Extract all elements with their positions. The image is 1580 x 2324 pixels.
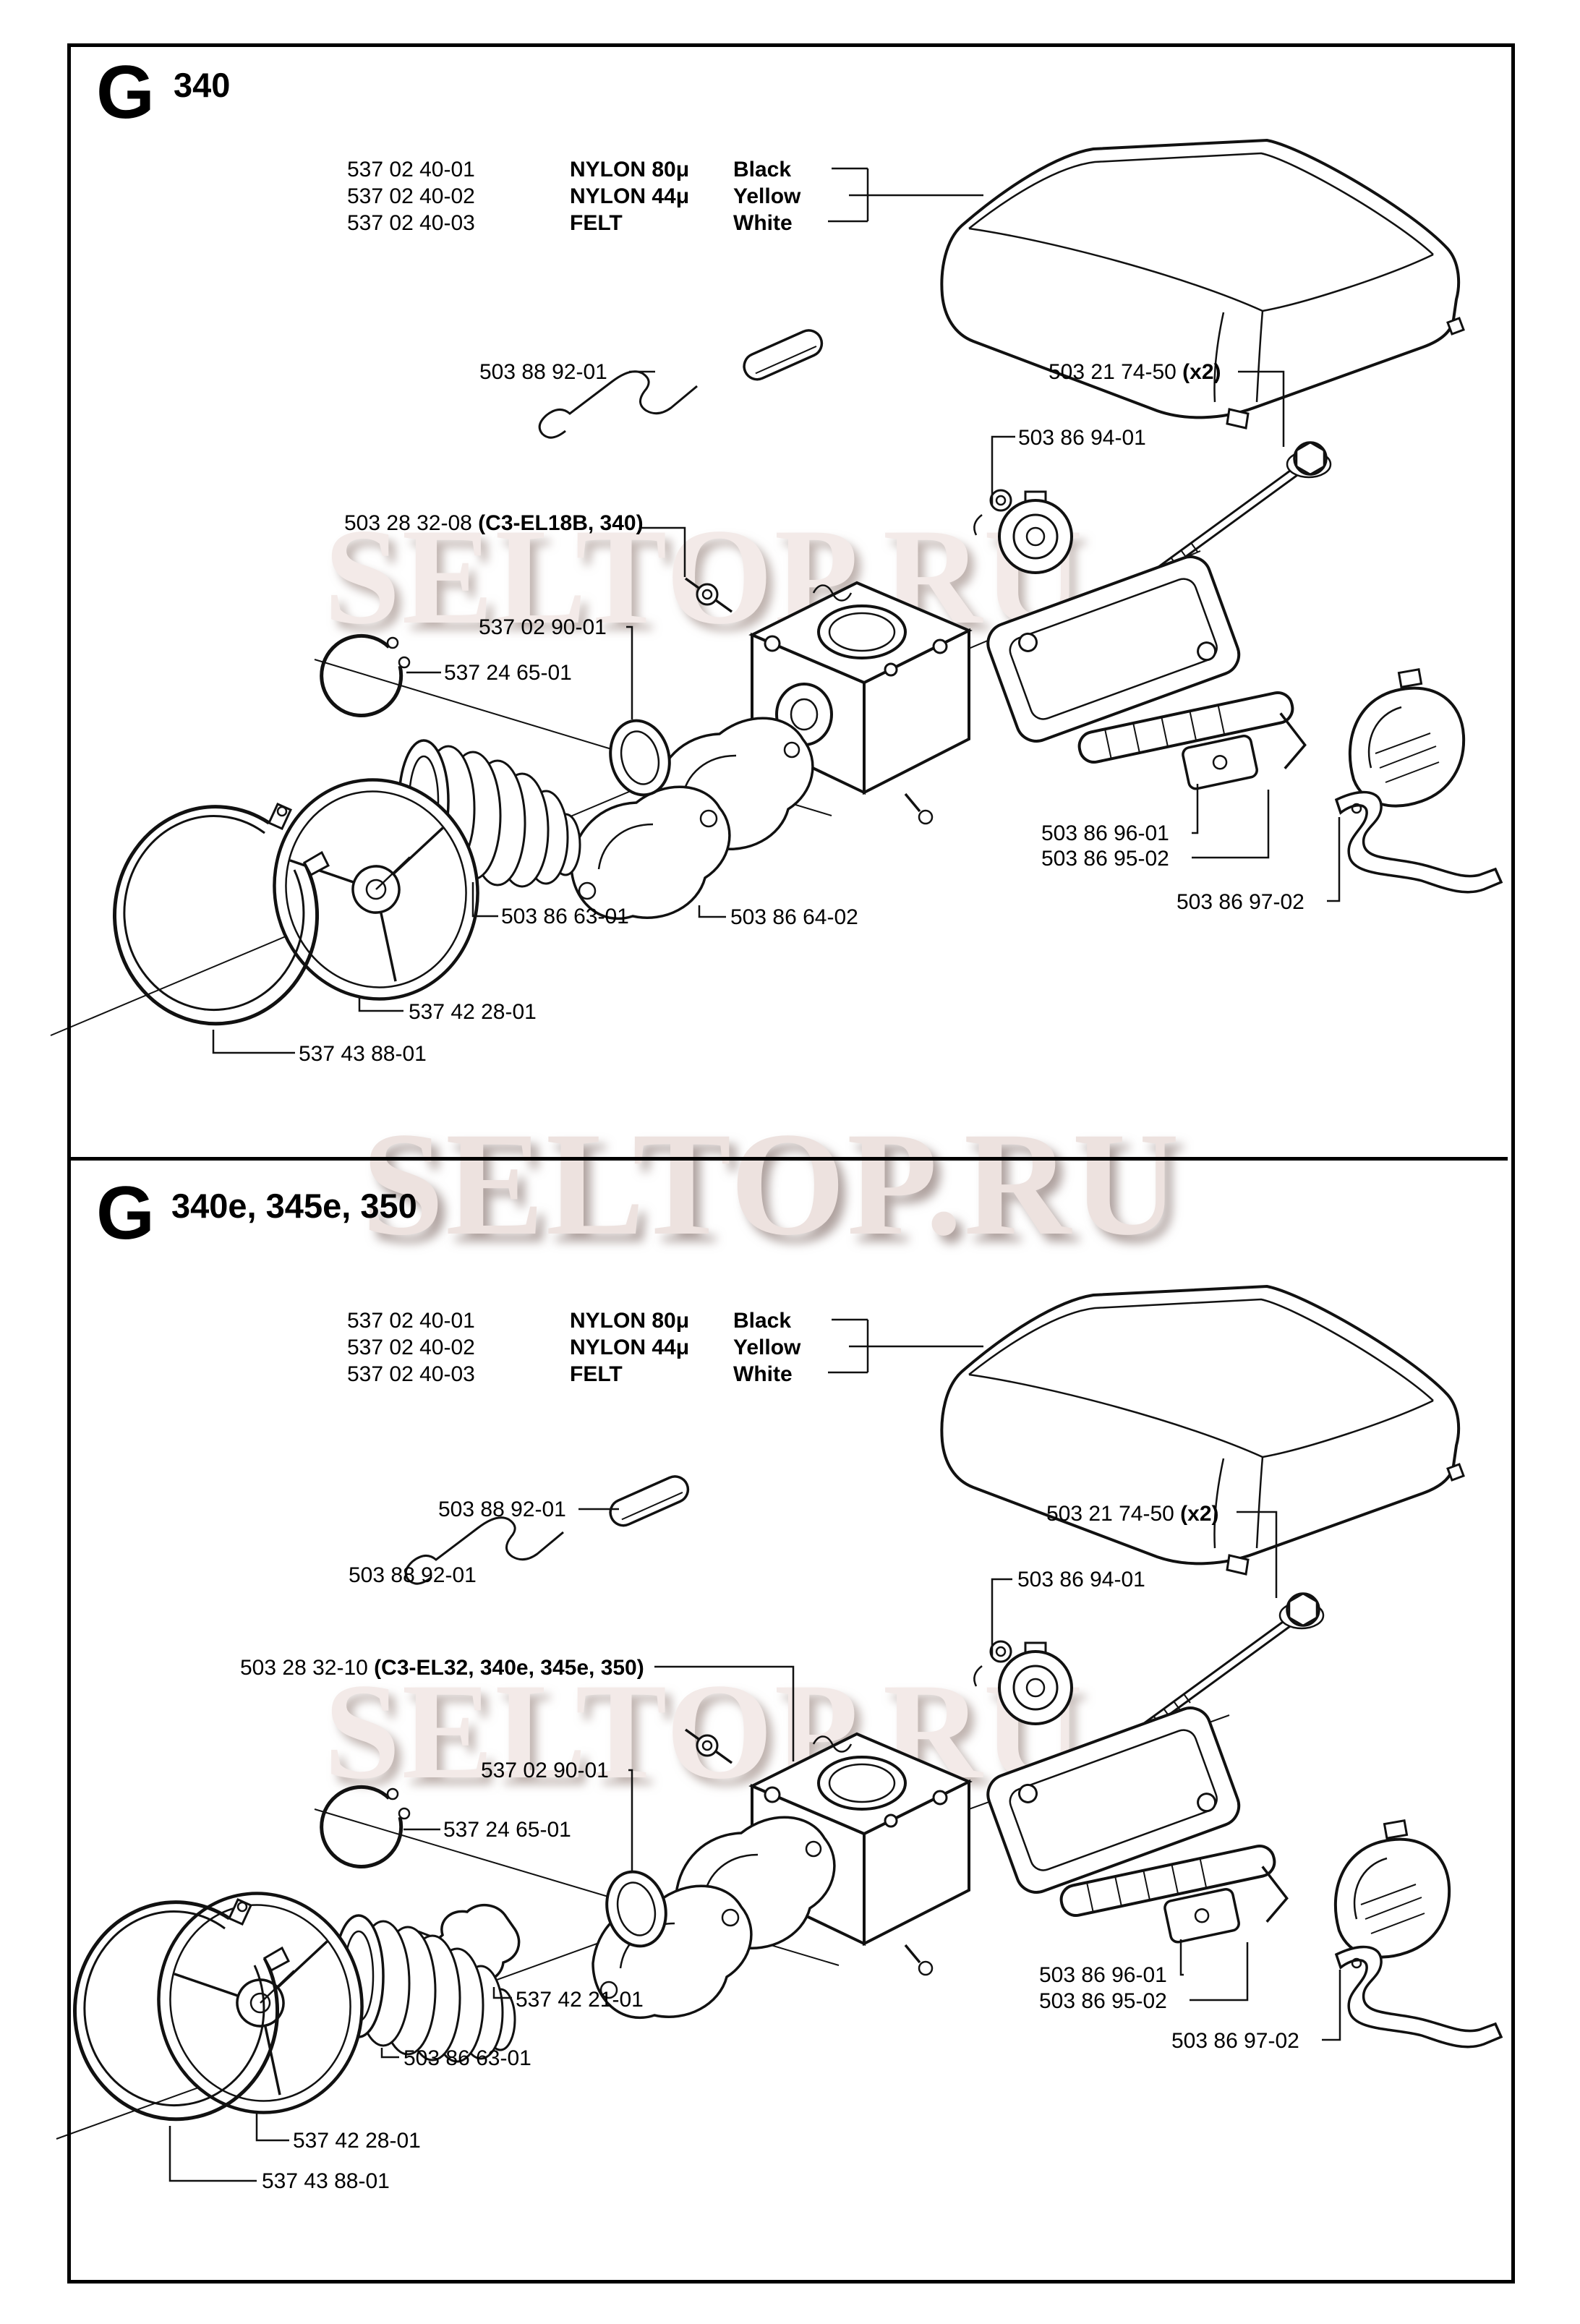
part-number: 503 88 92-01 — [479, 360, 607, 384]
filter-color: Black — [733, 1309, 792, 1333]
part-number: 537 42 28-01 — [293, 2129, 421, 2153]
part-number: 503 21 74-50 — [1046, 1502, 1174, 1526]
part-number: 503 86 96-01 — [1039, 1963, 1167, 1987]
label-circlip: 537 24 65-01 — [443, 1818, 571, 1843]
label-bellows: 503 86 63-01 — [403, 2046, 531, 2072]
filter-option-row: 537 02 40-03 FELT White — [347, 1361, 800, 1388]
filter-option-row: 537 02 40-01 NYLON 80μ Black — [347, 156, 800, 183]
part-number: 503 86 96-01 — [1041, 821, 1169, 845]
part-number: 503 86 94-01 — [1017, 1568, 1145, 1592]
watermark: SELTOP.RU — [362, 1102, 1181, 1266]
label-choke-rod: 503 86 97-02 — [1171, 2029, 1299, 2054]
filter-color: Yellow — [733, 184, 801, 208]
filter-option-row: 537 02 40-02 NYLON 44μ Yellow — [347, 183, 800, 210]
filter-option-row: 537 02 40-02 NYLON 44μ Yellow — [347, 1334, 800, 1361]
label-bolt: 503 21 74-50 (x2) — [1049, 360, 1221, 385]
part-number: 537 42 21-01 — [516, 1988, 644, 2012]
watermark: SELTOP.RU — [324, 1656, 1085, 1808]
label-carburetor: 503 28 32-08 (C3-EL18B, 340) — [344, 511, 644, 537]
filter-color: White — [733, 1362, 793, 1386]
air-filter-options: 537 02 40-01 NYLON 80μ Black 537 02 40-02 N… — [347, 156, 800, 236]
label-gasket: 537 02 90-01 — [481, 1759, 609, 1784]
air-filter-options: 537 02 40-01 NYLON 80μ Black 537 02 40-02 N… — [347, 1307, 800, 1388]
filter-material: NYLON 80μ — [570, 1309, 690, 1333]
part-number: 537 24 65-01 — [443, 1818, 571, 1842]
label-lever: 503 86 96-01 — [1039, 1963, 1167, 1988]
part-number: 537 02 40-02 — [347, 184, 475, 208]
part-number: 503 86 95-02 — [1039, 1989, 1167, 2013]
label-impulse-line: 503 88 92-01 — [438, 1498, 566, 1523]
label-circlip: 537 24 65-01 — [444, 661, 572, 686]
part-number: 503 86 63-01 — [403, 2046, 531, 2070]
filter-option-row: 537 02 40-01 NYLON 80μ Black — [347, 1307, 800, 1334]
filter-material: FELT — [570, 1362, 623, 1386]
label-clamp: 537 43 88-01 — [299, 1042, 427, 1067]
filter-color: White — [733, 211, 793, 235]
part-quantity: (x2) — [1180, 1502, 1219, 1526]
part-number: 537 02 90-01 — [481, 1759, 609, 1782]
part-number: 537 42 28-01 — [409, 1000, 537, 1024]
label-flange: 537 42 28-01 — [293, 2129, 421, 2154]
part-number: 537 02 40-02 — [347, 1336, 475, 1359]
filter-material: NYLON 80μ — [570, 158, 690, 181]
part-number: 537 43 88-01 — [299, 1042, 427, 1066]
label-manifold: 503 86 64-02 — [730, 905, 858, 931]
section-letter: G — [96, 1171, 155, 1255]
label-holder: 503 86 95-02 — [1041, 847, 1169, 872]
part-number: 503 21 74-50 — [1049, 360, 1177, 384]
label-throttle-body: 503 86 94-01 — [1017, 1568, 1145, 1593]
model-list: 340 — [174, 66, 231, 104]
part-number: 503 28 32-10 — [240, 1656, 368, 1680]
part-note: (C3-EL32, 340e, 345e, 350) — [374, 1656, 644, 1680]
filter-material: NYLON 44μ — [570, 184, 690, 208]
part-number: 503 86 63-01 — [501, 905, 629, 928]
part-number: 503 86 97-02 — [1171, 2029, 1299, 2053]
part-number: 537 02 40-03 — [347, 211, 475, 235]
panel-divider — [67, 1157, 1508, 1161]
part-number: 503 86 94-01 — [1018, 426, 1146, 450]
part-number: 503 88 92-01 — [349, 1563, 477, 1587]
part-number: 537 24 65-01 — [444, 661, 572, 685]
part-number: 537 43 88-01 — [262, 2169, 390, 2193]
part-quantity: (x2) — [1182, 360, 1221, 384]
label-carburetor: 503 28 32-10 (C3-EL32, 340e, 345e, 350) — [240, 1656, 644, 1681]
filter-material: FELT — [570, 211, 623, 235]
part-number: 503 86 64-02 — [730, 905, 858, 929]
label-lever: 503 86 96-01 — [1041, 821, 1169, 847]
label-impulse-line: 503 88 92-01 — [479, 360, 607, 385]
label-intake-elbow: 537 42 21-01 — [516, 1988, 644, 2013]
filter-option-row: 537 02 40-03 FELT White — [347, 210, 800, 236]
filter-color: Yellow — [733, 1336, 801, 1359]
part-number: 537 02 40-01 — [347, 158, 475, 181]
filter-material: NYLON 44μ — [570, 1336, 690, 1359]
part-number: 537 02 40-01 — [347, 1309, 475, 1333]
model-list: 340e, 345e, 350 — [171, 1187, 417, 1225]
part-number: 503 88 92-01 — [438, 1498, 566, 1521]
filter-color: Black — [733, 158, 792, 181]
label-throttle-body: 503 86 94-01 — [1018, 426, 1146, 451]
part-number: 537 02 40-03 — [347, 1362, 475, 1386]
label-choke-rod: 503 86 97-02 — [1177, 890, 1304, 915]
label-holder: 503 86 95-02 — [1039, 1989, 1167, 2015]
part-number: 503 86 95-02 — [1041, 847, 1169, 871]
label-bellows: 503 86 63-01 — [501, 905, 629, 930]
label-clamp: 537 43 88-01 — [262, 2169, 390, 2195]
label-gasket: 537 02 90-01 — [479, 615, 607, 641]
section-letter: G — [96, 51, 155, 134]
label-bolt: 503 21 74-50 (x2) — [1046, 1502, 1219, 1527]
label-flange: 537 42 28-01 — [409, 1000, 537, 1025]
part-note: (C3-EL18B, 340) — [478, 511, 644, 535]
part-number: 537 02 90-01 — [479, 615, 607, 639]
part-number: 503 28 32-08 — [344, 511, 472, 535]
part-number: 503 86 97-02 — [1177, 890, 1304, 914]
label-impulse-line-2: 503 88 92-01 — [349, 1563, 477, 1589]
